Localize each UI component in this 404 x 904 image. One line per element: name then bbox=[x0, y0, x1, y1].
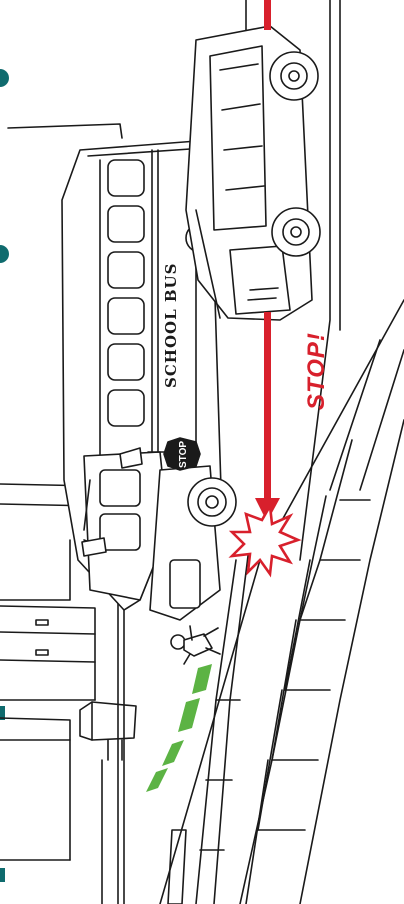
danger-path-line bbox=[264, 0, 271, 30]
safe-path-dash bbox=[178, 698, 200, 732]
bus-window bbox=[107, 389, 145, 427]
safe-path bbox=[146, 664, 212, 792]
safe-path-dash bbox=[146, 768, 168, 792]
stop-sign-label: STOP bbox=[178, 441, 189, 468]
margin-dot bbox=[0, 69, 9, 87]
bus-window bbox=[107, 343, 145, 381]
margin-dot bbox=[0, 245, 9, 263]
bus-window bbox=[107, 251, 145, 289]
safe-path-dash bbox=[192, 664, 212, 694]
margin-dash bbox=[0, 706, 5, 720]
bus-window bbox=[107, 159, 145, 197]
bus-window bbox=[107, 297, 145, 335]
margin-dash bbox=[0, 868, 5, 882]
school-bus: SCHOOL BUS bbox=[61, 139, 237, 621]
crosswalk bbox=[195, 339, 404, 904]
bus-window bbox=[107, 205, 145, 243]
passing-car bbox=[185, 25, 321, 321]
collision-burst bbox=[228, 501, 302, 578]
danger-path bbox=[228, 0, 302, 578]
child-pedestrian bbox=[170, 625, 221, 665]
danger-path-line bbox=[264, 312, 271, 502]
bus-stop-sign: STOP bbox=[147, 437, 201, 471]
warning-caption: STOP! bbox=[303, 332, 330, 410]
safe-path-dash bbox=[162, 740, 184, 766]
bus-label: SCHOOL BUS bbox=[162, 263, 180, 388]
building-outline bbox=[0, 123, 137, 861]
curb-patch bbox=[167, 829, 187, 904]
margin-markers bbox=[0, 69, 9, 882]
